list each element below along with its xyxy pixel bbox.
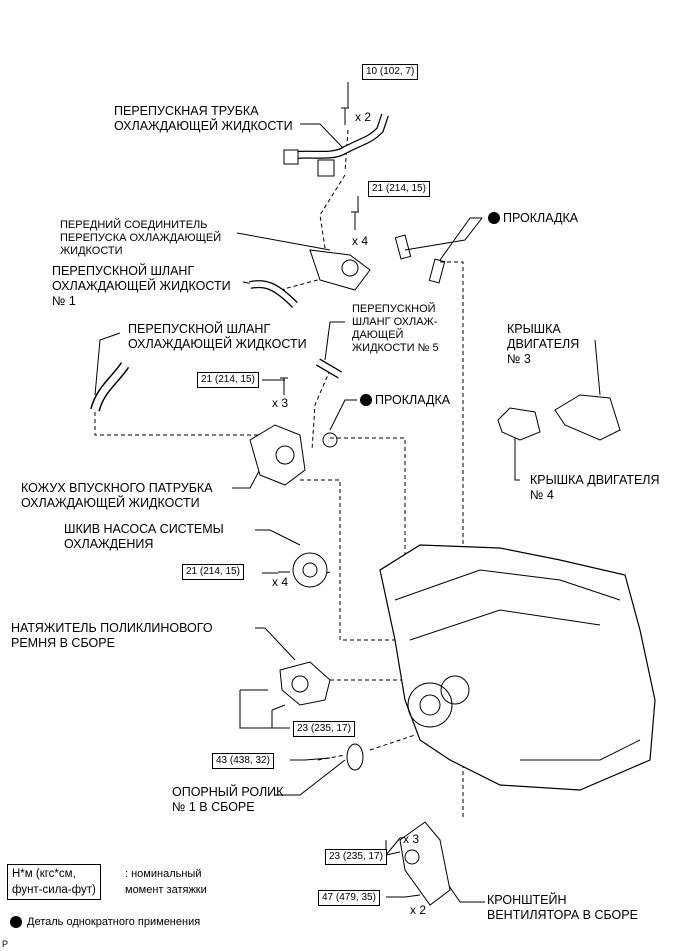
- label-engine-cover-3: КРЫШКА ДВИГАТЕЛЯ № 3: [507, 322, 580, 366]
- torque-box: 21 (214, 15): [182, 564, 244, 580]
- label-bypass-hose-1: ПЕРЕПУСКНОЙ ШЛАНГ ОХЛАЖДАЮЩЕЙ ЖИДКОСТИ №…: [52, 264, 231, 308]
- torque-box: 21 (214, 15): [197, 372, 259, 388]
- quantity-label: x 4: [272, 575, 289, 589]
- label-tensioner: НАТЯЖИТЕЛЬ ПОЛИКЛИНОВОГО РЕМНЯ В СБОРЕ: [11, 621, 213, 650]
- single-use-dot-icon: [488, 212, 500, 224]
- torque-box: 23 (235, 17): [325, 849, 387, 865]
- label-gasket-mid: ПРОКЛАДКА: [360, 393, 450, 408]
- legend-units-box: Н*м (кгс*см, фунт-сила-фут): [7, 864, 101, 900]
- single-use-dot-icon: [360, 394, 372, 406]
- quantity-label: x 4: [352, 234, 369, 248]
- corner-mark: P: [2, 939, 9, 949]
- quantity-label: x 3: [403, 832, 420, 846]
- single-use-marker-icon: [10, 916, 22, 928]
- label-gasket-top: ПРОКЛАДКА: [488, 211, 578, 226]
- torque-box: 10 (102, 7): [362, 64, 419, 80]
- torque-box: 23 (235, 17): [293, 721, 355, 737]
- label-engine-cover-4: КРЫШКА ДВИГАТЕЛЯ № 4: [530, 473, 660, 502]
- torque-box: 21 (214, 15): [368, 181, 430, 197]
- label-front-connector: ПЕРЕДНИЙ СОЕДИНИТЕЛЬ ПЕРЕПУСКА ОХЛАЖДАЮЩ…: [60, 219, 222, 257]
- quantity-label: x 2: [355, 110, 372, 124]
- label-bypass-hose: ПЕРЕПУСКНОЙ ШЛАНГ ОХЛАЖДАЮЩЕЙ ЖИДКОСТИ: [128, 322, 307, 351]
- legend-units-description: : номинальный момент затяжки: [125, 868, 207, 896]
- label-pump-pulley: ШКИВ НАСОСА СИСТЕМЫ ОХЛАЖДЕНИЯ: [64, 522, 224, 551]
- label-inlet-housing: КОЖУХ ВПУСКНОГО ПАТРУБКА ОХЛАЖДАЮЩЕЙ ЖИД…: [21, 481, 213, 510]
- quantity-label: x 3: [272, 396, 289, 410]
- label-bypass-hose-5: ПЕРЕПУСКНОЙ ШЛАНГ ОХЛАЖ- ДАЮЩЕЙ ЖИДКОСТИ…: [352, 303, 439, 354]
- label-idler: ОПОРНЫЙ РОЛИК № 1 В СБОРЕ: [172, 785, 284, 814]
- label-bypass-pipe: ПЕРЕПУСКНАЯ ТРУБКА ОХЛАЖДАЮЩЕЙ ЖИДКОСТИ: [114, 104, 293, 133]
- gasket-mid-text: ПРОКЛАДКА: [375, 393, 451, 407]
- torque-box: 43 (438, 32): [212, 753, 274, 769]
- label-fan-bracket: КРОНШТЕЙН ВЕНТИЛЯТОРА В СБОРЕ: [487, 893, 638, 922]
- torque-box: 47 (479, 35): [318, 890, 380, 906]
- quantity-label: x 2: [410, 903, 427, 917]
- legend-single-use: Деталь однократного применения: [27, 916, 201, 928]
- gasket-top-text: ПРОКЛАДКА: [503, 211, 579, 225]
